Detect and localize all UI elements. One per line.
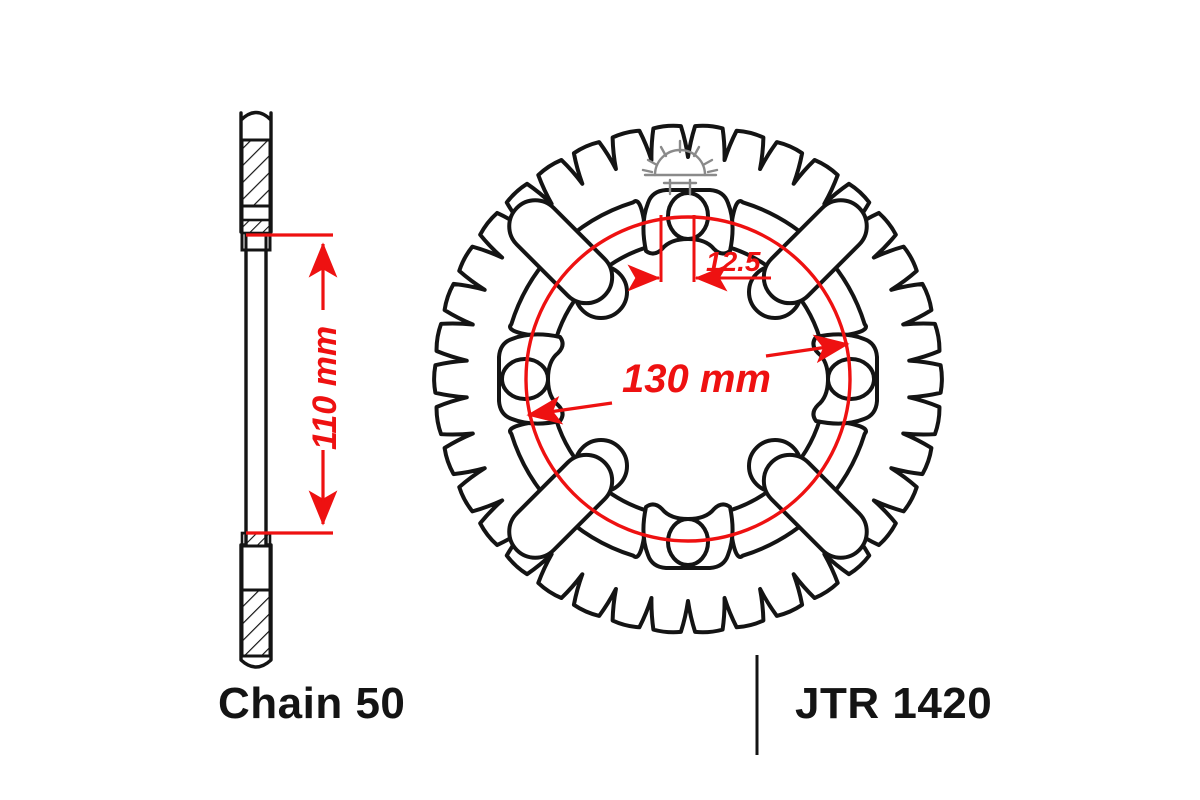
side-view-bottom-tooth-hatch (240, 588, 272, 658)
chain-label: Chain 50 (218, 679, 405, 728)
side-view-top-rim-band (240, 218, 272, 235)
dim-130-label: 130 mm (622, 357, 771, 401)
dim-130-arrow-left (526, 395, 613, 425)
dimension-110mm: 110 mm (246, 233, 344, 535)
dim-130-arrow-right (765, 334, 850, 364)
lightening-slot (507, 452, 615, 560)
dimension-130mm: 130 mm (524, 215, 852, 543)
front-view-sprocket (432, 123, 944, 635)
side-view-bottom-rim-band (240, 531, 272, 548)
lightening-slot (507, 198, 615, 306)
dim-125-label: 12.5 (706, 246, 761, 277)
lightening-pocket-group (507, 198, 869, 560)
bolt-pad-group (497, 188, 879, 570)
dim-110-label: 110 mm (306, 326, 344, 450)
sun-rays-icon (641, 139, 719, 196)
side-view-bottom-plain-block (240, 544, 272, 592)
side-view-section (239, 110, 273, 669)
dimension-12-5: 12.5 (627, 215, 771, 292)
side-view-top-tooth-hatch (240, 138, 272, 208)
lightening-slot (761, 198, 869, 306)
bolt-pad (641, 188, 735, 256)
bolt-circle-arc (524, 215, 852, 543)
lightening-slot (761, 452, 869, 560)
part-number-label: JTR 1420 (795, 679, 992, 728)
